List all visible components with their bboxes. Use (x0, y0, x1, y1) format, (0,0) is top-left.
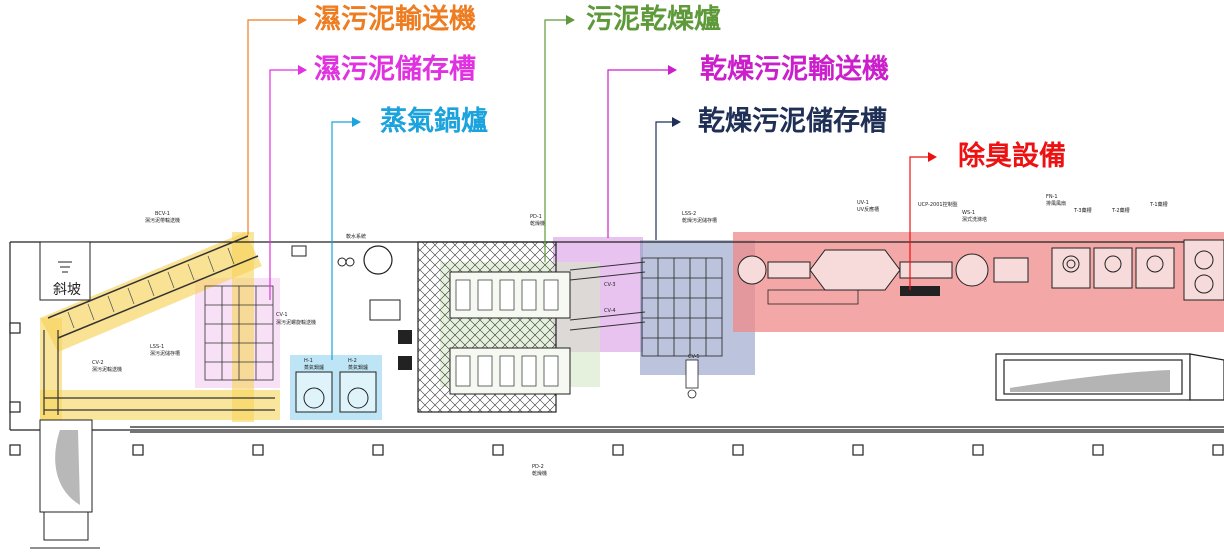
pd2-label: PD-2 (532, 464, 544, 470)
wet-sludge-storage-grid (204, 285, 274, 381)
small-equipment (291, 245, 401, 321)
pd2-desc: 乾燥機 (532, 470, 547, 477)
lss1-desc: 濕污泥儲存槽 (150, 350, 180, 357)
t1-label: T-1藥槽 (1149, 201, 1168, 208)
softener-label: 軟水系統 (346, 233, 366, 240)
sludge-pile (55, 430, 80, 505)
conveyor-rollers (67, 247, 235, 329)
lss1-label: LSS-1 (150, 344, 164, 350)
h2-label: H-2 (348, 358, 357, 364)
softener-tank (363, 245, 393, 275)
bcv1-label: BCV-1 (155, 211, 170, 217)
pumps (398, 330, 412, 370)
leader-sludge-dryer (544, 19, 566, 262)
ws1-desc: 濕式洗滌塔 (962, 216, 987, 223)
callout-dried-sludge-conveyor: 乾燥污泥輸送機 (700, 54, 889, 86)
cv2-desc: 濕污泥輸送機 (92, 366, 122, 373)
lower-right-pile (1010, 370, 1170, 392)
leader-wet-sludge-conveyor (247, 19, 298, 235)
fn1-label: FN-1 (1046, 194, 1058, 200)
slope-label: 斜坡 (53, 282, 81, 298)
wet-sludge-conveyor-text: 濕污泥輸送機 (314, 4, 476, 35)
cv1-label: CV-1 (276, 312, 288, 318)
lss2-desc: 乾燥污泥儲存槽 (682, 217, 717, 224)
leader-steam-boiler (331, 121, 352, 360)
dried-sludge-conveyors (569, 261, 646, 331)
cv2-label: CV-2 (92, 360, 104, 366)
chemical-tank-symbols (1062, 250, 1214, 294)
deodorizer-equipment (737, 239, 1224, 301)
t2-label: T-2藥槽 (1111, 207, 1130, 214)
h2-desc: 蒸氣鍋爐 (348, 364, 368, 371)
pd1-desc: 乾燥機 (530, 220, 545, 227)
dried-sludge-storage-text: 乾燥污泥儲存槽 (698, 106, 887, 137)
t3-label: T-3藥槽 (1073, 207, 1092, 214)
callout-sludge-dryer: 污泥乾燥爐 (586, 4, 721, 36)
callout-leaders (247, 19, 928, 360)
callout-arrowheads (298, 15, 937, 162)
fn1-desc: 排風風扇 (1046, 200, 1066, 207)
cv1-desc: 濕污泥螺旋輸送機 (276, 319, 316, 326)
leader-deodorizer (909, 156, 928, 290)
ramp-symbol (58, 261, 72, 273)
callout-steam-boiler: 蒸氣鍋爐 (380, 106, 488, 138)
deodorizer-duct (767, 289, 859, 305)
wet-sludge-conveyor-band-riser (232, 232, 254, 422)
callout-dried-sludge-storage: 乾燥污泥儲存槽 (698, 106, 887, 138)
bcv1-desc: 濕污泥帶輸送機 (145, 217, 180, 224)
ws1-label: WS-1 (962, 210, 975, 216)
control-panel (900, 286, 940, 296)
steam-boiler-text: 蒸氣鍋爐 (380, 106, 488, 137)
dried-sludge-outlet (685, 359, 699, 399)
dried-sludge-storage-grid (641, 257, 723, 357)
uv1-desc: UV反應槽 (857, 206, 879, 213)
vertical-conveyor (43, 330, 275, 415)
uv1-label: UV-1 (857, 200, 869, 206)
lss2-label: LSS-2 (682, 211, 696, 217)
callout-wet-sludge-storage: 濕污泥儲存槽 (314, 54, 476, 86)
dryer-modules (455, 279, 559, 387)
cv3-label: CV-3 (604, 282, 616, 288)
cv5-label: CV-5 (688, 354, 700, 360)
h1-desc: 蒸氣鍋爐 (304, 364, 324, 371)
ucp-label: UCP-2001控制盤 (918, 201, 958, 208)
wet-sludge-storage-text: 濕污泥儲存槽 (314, 54, 476, 85)
deodorizer-text: 除臭設備 (958, 141, 1066, 172)
h1-label: H-1 (304, 358, 313, 364)
boilers (295, 371, 377, 413)
cv4-label: CV-4 (604, 308, 616, 314)
ramp-box (39, 241, 91, 301)
callout-deodorizer: 除臭設備 (958, 141, 1066, 173)
building-outline (9, 241, 1224, 433)
leader-wet-sludge-storage (269, 69, 298, 300)
inclined-conveyor (47, 235, 259, 339)
leader-dried-sludge-storage (655, 121, 672, 240)
callout-wet-sludge-conveyor: 濕污泥輸送機 (314, 4, 476, 36)
column-markers (9, 322, 1224, 456)
sludge-dryer-text: 污泥乾燥爐 (586, 4, 721, 35)
dried-sludge-conveyor-text: 乾燥污泥輸送機 (700, 54, 889, 85)
leader-dried-sludge-conveyor (607, 69, 668, 238)
pd1-label: PD-1 (530, 214, 542, 220)
